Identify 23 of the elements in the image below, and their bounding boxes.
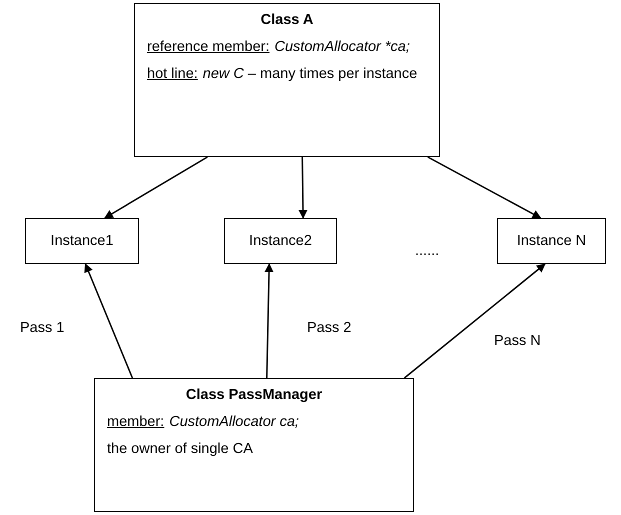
class-box bbox=[134, 3, 440, 157]
arrow bbox=[264, 263, 274, 378]
class-title: Class PassManager bbox=[186, 387, 322, 403]
member-declaration: CustomAllocator ca; bbox=[169, 414, 299, 430]
description-text: the owner of single CA bbox=[107, 441, 253, 457]
class-title: Class A bbox=[260, 12, 314, 28]
member-label: reference member: bbox=[147, 39, 270, 55]
instance-box bbox=[497, 218, 606, 264]
instance-name: Instance N bbox=[516, 233, 586, 249]
class-box bbox=[94, 378, 414, 512]
instance-name: Instance2 bbox=[249, 233, 312, 249]
instance-box bbox=[25, 218, 139, 264]
description-text: new C – many times per instance bbox=[202, 66, 418, 82]
arrow bbox=[427, 156, 542, 219]
instance-box bbox=[224, 218, 337, 264]
arrow bbox=[104, 156, 208, 219]
arrow bbox=[404, 263, 546, 379]
arrow bbox=[298, 156, 308, 219]
member-declaration: CustomAllocator *ca; bbox=[274, 39, 410, 55]
instance-name: Instance1 bbox=[50, 233, 114, 249]
arrow bbox=[84, 263, 134, 378]
member-label: hot line: bbox=[147, 66, 198, 82]
member-label: member: bbox=[107, 414, 164, 430]
